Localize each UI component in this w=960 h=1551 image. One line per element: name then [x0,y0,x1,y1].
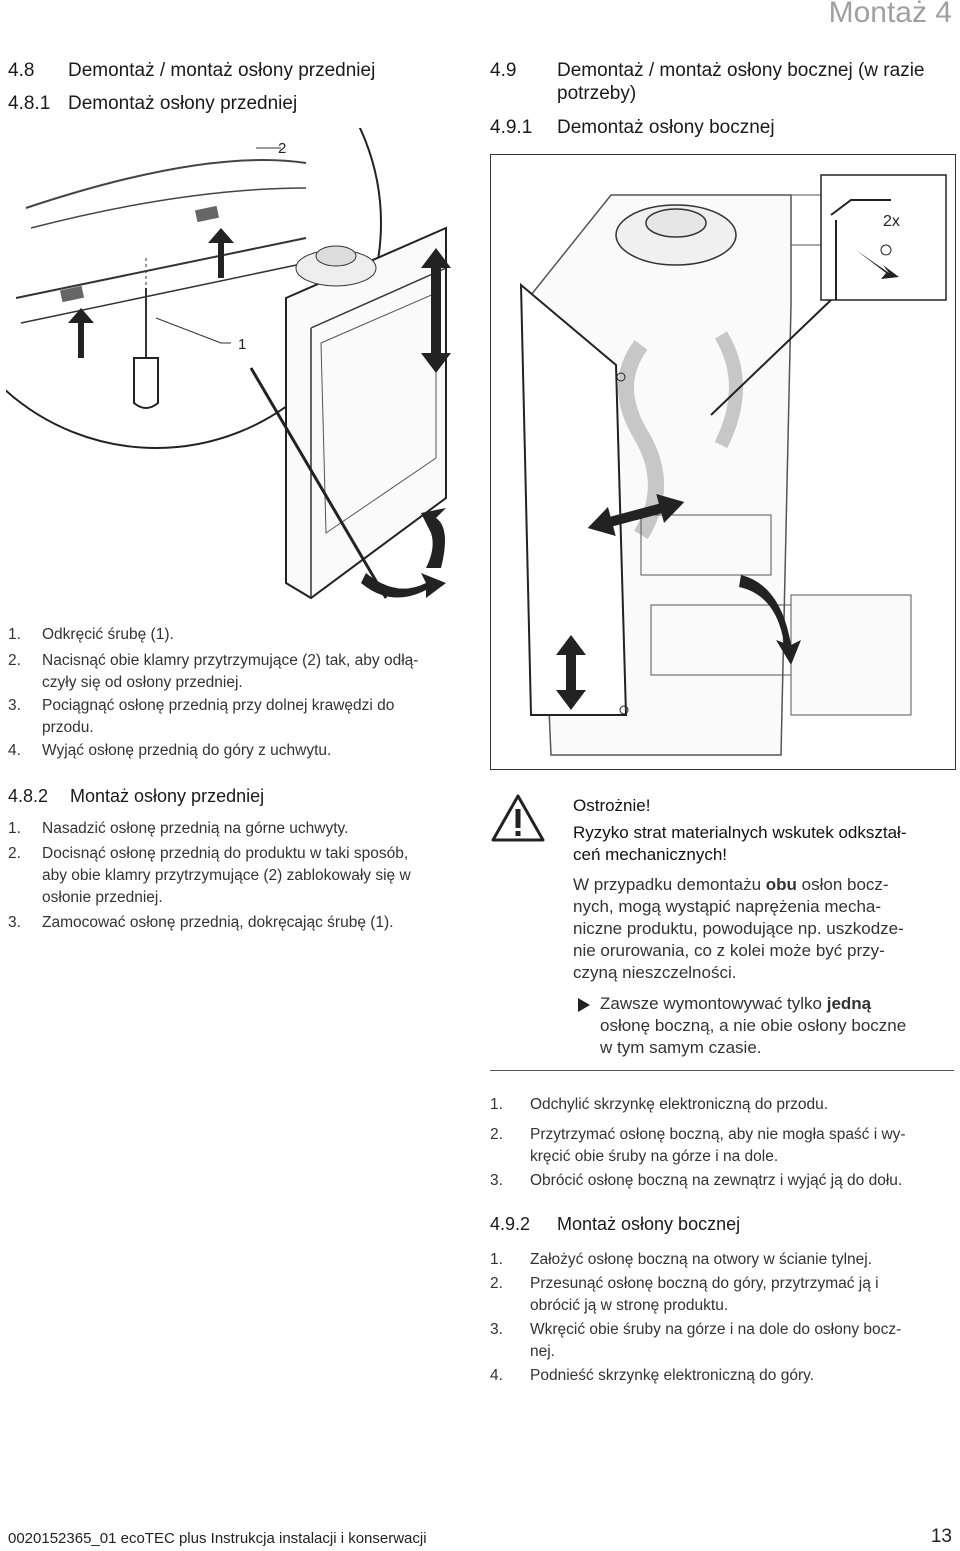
warning-body-text: osłon bocz- [796,875,889,894]
step-text: Przesunąć osłonę boczną do góry, przytrz… [530,1275,879,1292]
step-number: 1. [8,820,21,837]
action-text: Zawsze wymontowywać tylko [600,994,827,1013]
step-text: Założyć osłonę boczną na otwory w ściani… [530,1251,873,1268]
step-number: 2. [8,652,21,669]
step-text: nej. [530,1343,555,1360]
section-4-9-1-title: Demontaż osłony bocznej [557,117,775,138]
front-cover-illustration [6,128,451,600]
warning-body-line2: nych, mogą wystąpić naprężenia mecha- [573,897,882,916]
step-text: Wyjąć osłonę przednią do góry z uchwytu. [42,742,332,759]
figure-label-2x: 2x [883,213,900,230]
side-cover-removal-figure: 2x [490,154,956,770]
section-4-9-2-title: Montaż osłony bocznej [557,1214,741,1234]
warning-title: Ostrożnie! [573,796,651,815]
warning-body-text: W przypadku demontażu [573,875,766,894]
step-text: Wkręcić obie śruby na górze i na dole do… [530,1321,902,1338]
step-text: Zamocować osłonę przednią, dokręcając śr… [42,914,394,931]
figure-label-1: 1 [238,336,247,353]
action-line3: w tym samym czasie. [600,1038,762,1057]
step-number: 1. [490,1096,503,1113]
warning-body-line1: W przypadku demontażu obu osłon bocz- [573,874,889,896]
section-4-8-1-title: Demontaż osłony przedniej [68,93,298,114]
warning-body-emphasis: obu [765,875,797,894]
warning-body-line5: czyną nieszczelności. [573,963,737,982]
step-text: obrócić ją w stronę produktu. [530,1297,729,1314]
step-number: 2. [490,1126,503,1143]
section-4-9-1-number: 4.9.1 [490,117,533,138]
step-number: 4. [490,1367,503,1384]
section-4-9-title-line2: potrzeby) [557,83,637,104]
step-text: Przytrzymać osłonę boczną, aby nie mogła… [530,1126,906,1143]
step-number: 2. [490,1275,503,1292]
section-4-9-title-line1: Demontaż / montaż osłony bocznej (w razi… [557,60,925,81]
step-text: Docisnąć osłonę przednią do produktu w t… [42,845,409,862]
side-cover-illustration [519,174,947,756]
step-text: Odchylić skrzynkę elektroniczną do przod… [530,1096,829,1113]
section-4-9-2-number: 4.9.2 [490,1214,531,1234]
step-text: Nasadzić osłonę przednią na górne uchwyt… [42,820,349,837]
front-cover-removal-figure: 2 1 [6,128,468,614]
step-number: 1. [8,626,21,643]
step-text: Pociągnąć osłonę przednią przy dolnej kr… [42,697,395,714]
warning-body-line3: niczne produktu, powodujące np. uszkodze… [573,919,904,938]
warning-triangle-icon [490,792,550,852]
step-text: Nacisnąć obie klamry przytrzymujące (2) … [42,652,419,669]
step-text: kręcić obie śruby na górze i na dole. [530,1148,779,1165]
section-4-8-2-number: 4.8.2 [8,786,49,806]
section-4-8-2-title: Montaż osłony przedniej [70,786,265,806]
warning-divider [490,1070,954,1071]
section-4-8-title: Demontaż / montaż osłony przedniej [68,60,376,81]
step-number: 3. [490,1321,503,1338]
section-4-8-1-number: 4.8.1 [8,93,51,114]
step-number: 2. [8,845,21,862]
figure-label-2: 2 [278,140,287,157]
step-text: osłonie przedniej. [42,889,163,906]
step-text: przodu. [42,719,94,736]
action-arrow-icon [578,998,590,1017]
chapter-title: Montaż 4 [828,0,952,29]
step-number: 3. [490,1172,503,1189]
warning-subtitle-line2: ceń mechanicznych! [573,845,728,864]
action-emphasis: jedną [826,994,872,1013]
section-4-8-number: 4.8 [8,60,35,81]
page-number: 13 [930,1526,952,1547]
step-text: aby obie klamry przytrzymujące (2) zablo… [42,867,411,884]
warning-subtitle-line1: Ryzyko strat materialnych wskutek odkszt… [573,823,907,842]
step-number: 1. [490,1251,503,1268]
footer-document-id: 0020152365_01 ecoTEC plus Instrukcja ins… [8,1530,427,1547]
step-number: 3. [8,697,21,714]
step-number: 3. [8,914,21,931]
step-number: 4. [8,742,21,759]
action-line2: osłonę boczną, a nie obie osłony boczne [600,1016,907,1035]
warning-body-line4: nie orurowania, co z kolei może być przy… [573,941,885,960]
step-text: Obrócić osłonę boczną na zewnątrz i wyją… [530,1172,903,1189]
section-4-9-number: 4.9 [490,60,517,81]
step-text: Podnieść skrzynkę elektroniczną do góry. [530,1367,815,1384]
step-text: Odkręcić śrubę (1). [42,626,174,643]
step-text: czyły się od osłony przedniej. [42,674,243,691]
action-line1: Zawsze wymontowywać tylko jedną [600,993,871,1015]
